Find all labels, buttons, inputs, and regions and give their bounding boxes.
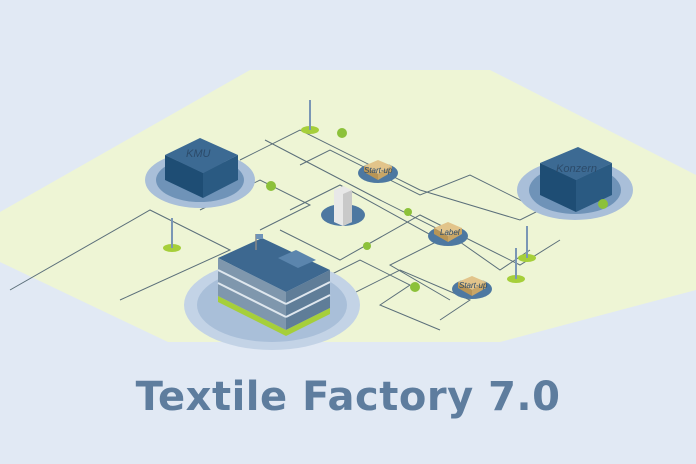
startup-top: Start-up <box>358 160 398 183</box>
tower <box>321 186 365 226</box>
wind-turbines <box>163 100 536 283</box>
factory-building <box>184 234 360 350</box>
page-title: Textile Factory 7.0 <box>135 374 561 420</box>
startup-bottom: Start-up <box>452 276 492 299</box>
startup-bottom-label: Start-up <box>459 281 488 290</box>
konzern-label: Konzern <box>556 163 597 175</box>
kmu-building: KMU <box>145 138 255 208</box>
label-node: Label <box>428 222 468 246</box>
trees <box>266 128 608 292</box>
startup-top-label: Start-up <box>364 166 393 175</box>
label-node-label: Label <box>440 228 460 237</box>
kmu-label: KMU <box>186 148 211 160</box>
